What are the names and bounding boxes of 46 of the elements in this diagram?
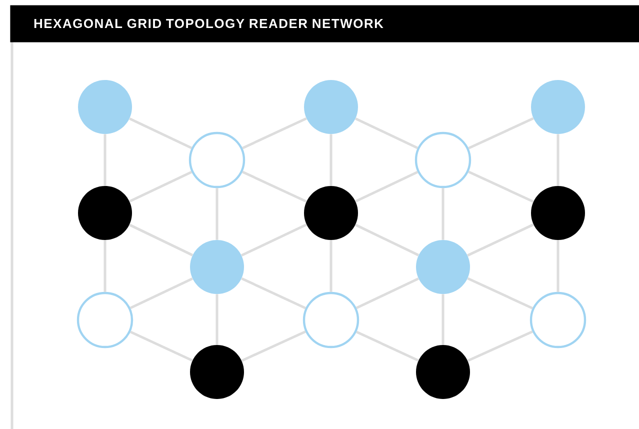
network-node [304, 80, 358, 134]
connector-line [556, 240, 560, 292]
connector-line [216, 294, 218, 345]
connector-line [241, 277, 306, 310]
connector-line [128, 224, 194, 256]
network-node [530, 292, 586, 348]
network-node [190, 240, 244, 294]
network-node [76, 292, 134, 348]
network-node [78, 80, 132, 134]
connector-line [330, 134, 332, 186]
connector-line [467, 330, 533, 362]
connector-line [468, 117, 534, 150]
network-node [78, 186, 132, 240]
connector-line [356, 278, 419, 310]
network-node [531, 186, 585, 240]
network-node [531, 80, 585, 134]
network-node [302, 292, 360, 348]
network-node [188, 132, 246, 188]
connector-line [104, 134, 106, 186]
connector-line [442, 294, 444, 345]
title-bar: HEXAGONAL GRID TOPOLOGY READER NETWORK [10, 5, 639, 42]
connector-line [468, 170, 534, 203]
connector-line [242, 117, 307, 150]
network-node [304, 186, 358, 240]
network-node [416, 345, 470, 399]
connector-line [467, 277, 534, 310]
connector-line [556, 134, 560, 186]
network-node [190, 345, 244, 399]
connector-line [356, 330, 419, 362]
connector-line [241, 224, 307, 256]
connector-line [241, 330, 306, 362]
network-node [416, 240, 470, 294]
connector-line [129, 170, 192, 202]
connector-line [442, 188, 444, 240]
network-node [414, 132, 472, 188]
connector-line [242, 170, 307, 203]
connector-line [467, 223, 534, 257]
connector-line [216, 188, 218, 240]
connector-line [104, 240, 106, 292]
connector-line [330, 240, 332, 292]
connector-line [130, 330, 193, 362]
connector-line [354, 224, 420, 256]
connector-line [355, 118, 418, 150]
connector-line [355, 170, 418, 202]
connector-line [130, 278, 193, 310]
connector-line [129, 118, 192, 150]
